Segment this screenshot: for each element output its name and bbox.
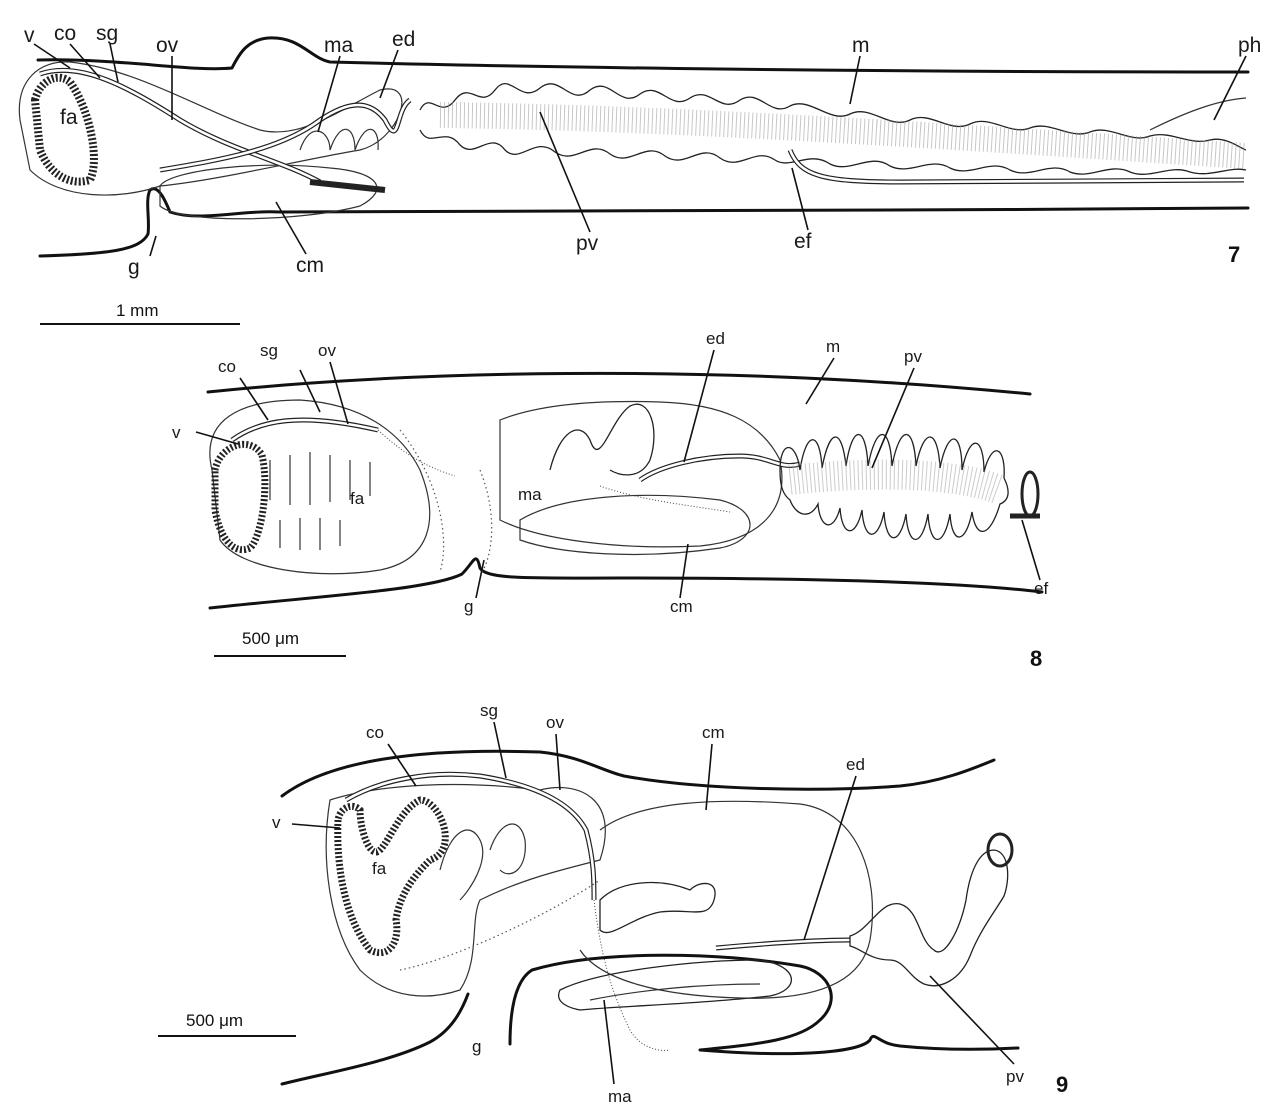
leader-ma [318, 56, 340, 132]
oviduct-9 [346, 774, 594, 900]
figure-8: co sg ov ed m pv v fa ma g cm ef 8 [172, 329, 1048, 671]
label-g-8: g [464, 597, 473, 616]
body-wall-dorsal-7 [38, 38, 1248, 72]
male-atrium-folds-8 [550, 404, 654, 475]
penis-papilla-9 [559, 960, 792, 1010]
leader-pv [540, 112, 590, 232]
copulatory-muscle-outline-9 [580, 801, 872, 998]
leader-cm [276, 202, 306, 254]
male-atrium-folds-7 [300, 129, 378, 150]
prostatic-vesicle-lower-7 [420, 130, 1246, 174]
leader-ed-9 [804, 776, 856, 940]
label-ma: ma [324, 34, 353, 57]
body-wall-dorsal-9 [282, 751, 994, 796]
leader-ma-9 [604, 1000, 614, 1084]
pharynx-line-7 [1150, 98, 1246, 130]
label-ov-9: ov [546, 713, 564, 732]
label-fa-9: fa [372, 859, 387, 878]
label-co: co [54, 22, 76, 45]
scale-bar-label-8: 500 μm [242, 629, 299, 648]
label-ma-8: ma [518, 485, 542, 504]
figure-9: co sg ov cm ed v fa g ma pv 9 [272, 701, 1068, 1106]
leader-ov-9 [556, 734, 560, 790]
label-ph: ph [1238, 34, 1261, 57]
scale-bar-label-7: 1 mm [116, 301, 159, 320]
label-pv-9: pv [1006, 1067, 1024, 1086]
label-sg-9: sg [480, 701, 498, 720]
label-pv: pv [576, 232, 599, 255]
label-sg: sg [96, 22, 118, 45]
label-g: g [128, 256, 140, 279]
label-fa: fa [60, 106, 78, 129]
leader-m-8 [806, 358, 834, 404]
leader-co-8 [240, 378, 268, 420]
body-wall-ventral-9-left [282, 994, 468, 1084]
leader-v [34, 44, 70, 68]
figure-7: v co sg ov ma ed m ph fa g cm pv ef 7 [19, 22, 1261, 279]
oviduct-lumen-9 [346, 774, 594, 900]
female-atrium-folds-9 [440, 824, 525, 900]
figure-number-7: 7 [1228, 242, 1240, 267]
label-ov-8: ov [318, 341, 336, 360]
leader-cm-9 [706, 744, 712, 810]
dotted-contour-8b [480, 470, 492, 572]
leader-sg-8 [300, 370, 320, 412]
oviduct-8 [232, 420, 378, 440]
body-wall-ventral-9-right [510, 955, 1018, 1053]
efferent-duct-end-8 [1022, 472, 1038, 516]
figure-number-8: 8 [1030, 646, 1042, 671]
label-ef: ef [794, 230, 812, 253]
dotted-contour-8a [400, 430, 444, 572]
copulatory-muscle-outline-8 [520, 495, 750, 554]
male-atrium-folds-9 [600, 883, 715, 933]
body-wall-ventral-7 [40, 189, 1248, 256]
label-v: v [24, 24, 35, 47]
leader-ov-8 [330, 362, 348, 424]
leader-ph [1214, 56, 1246, 120]
leader-ef-8 [1022, 520, 1040, 580]
leader-m [850, 56, 860, 104]
female-atrium-epithelium-8 [215, 444, 265, 549]
duct-end-7 [310, 182, 385, 190]
label-ed-8: ed [706, 329, 725, 348]
ejaculatory-duct-lumen-8 [640, 456, 800, 480]
dotted-contour-9 [400, 880, 600, 970]
label-pv-8: pv [904, 347, 922, 366]
label-ed: ed [392, 28, 415, 51]
leader-ef [792, 168, 808, 230]
label-m: m [852, 34, 870, 57]
label-ma-9: ma [608, 1087, 632, 1106]
label-sg-8: sg [260, 341, 278, 360]
label-g-9: g [472, 1037, 481, 1056]
label-cm-9: cm [702, 723, 725, 742]
label-ov: ov [156, 34, 179, 57]
ejaculatory-duct-7 [160, 100, 410, 170]
label-v-8: v [172, 423, 181, 442]
label-co-8: co [218, 357, 236, 376]
male-atrium-outline-8 [500, 402, 782, 547]
label-cm-8: cm [670, 597, 693, 616]
label-fa-8: fa [350, 489, 365, 508]
label-cm: cm [296, 254, 324, 277]
label-ed-9: ed [846, 755, 865, 774]
scale-bar-label-9: 500 μm [186, 1011, 243, 1030]
female-atrium-epithelium-9 [338, 800, 446, 953]
label-co-9: co [366, 723, 384, 742]
leader-ed-8 [684, 350, 714, 462]
label-m-8: m [826, 337, 840, 356]
prostatic-vesicle-9 [850, 850, 1008, 986]
scale-bar-9: 500 μm [158, 1011, 296, 1036]
female-atrium-epithelium-7 [35, 78, 94, 182]
label-v-9: v [272, 813, 281, 832]
label-ef-8: ef [1034, 579, 1048, 598]
scale-bar-7: 1 mm [40, 301, 240, 324]
figure-number-9: 9 [1056, 1072, 1068, 1097]
body-wall-ventral-8 [210, 559, 1042, 608]
leader-g [150, 236, 156, 256]
leader-v-9 [292, 824, 340, 828]
scale-bar-8: 500 μm [214, 629, 346, 656]
prostatic-vesicle-stipple-8 [790, 475, 1000, 490]
